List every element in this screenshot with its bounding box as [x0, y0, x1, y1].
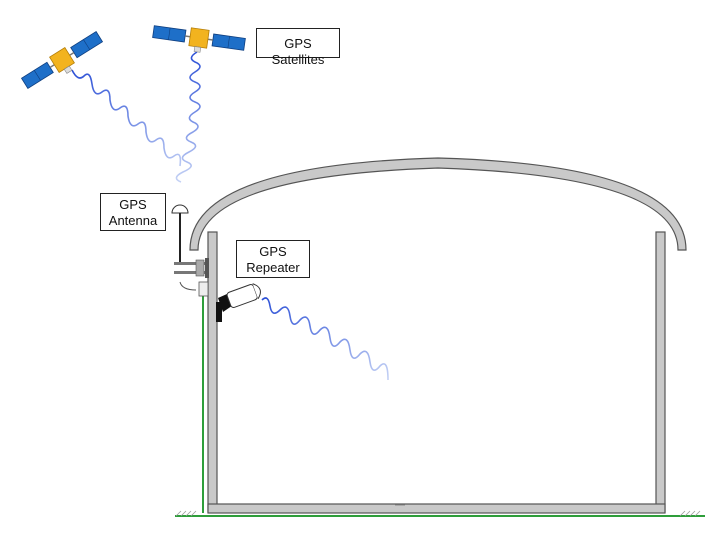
- satellite-icon-left: [20, 31, 104, 89]
- label-gps-repeater-line1: GPS: [259, 244, 287, 259]
- signal-wave-satellite-2: [175, 51, 201, 183]
- ground: [175, 510, 705, 517]
- gps-antenna-icon: [171, 204, 209, 297]
- gps-repeater-icon: [216, 283, 261, 322]
- satellite-icon-top: [152, 25, 246, 53]
- label-gps-antenna-line2: Antenna: [108, 213, 158, 228]
- label-gps-satellites: GPS Satellites: [256, 28, 340, 67]
- label-gps-satellites-text: GPS Satellites: [271, 36, 325, 67]
- signal-wave-satellite-1: [71, 69, 182, 167]
- building: [189, 157, 687, 514]
- label-gps-repeater-line2: Repeater: [246, 260, 300, 275]
- label-gps-antenna-line1: GPS: [119, 197, 147, 212]
- label-gps-antenna: GPS Antenna: [100, 193, 166, 231]
- signal-wave-repeater: [261, 297, 389, 381]
- label-gps-repeater: GPS Repeater: [236, 240, 310, 278]
